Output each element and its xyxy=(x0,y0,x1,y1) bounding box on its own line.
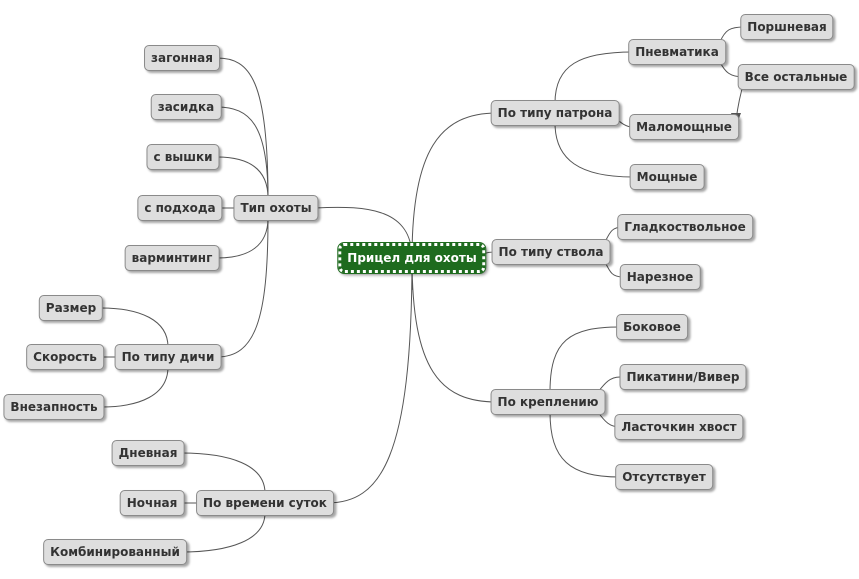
node-time-item-1[interactable]: Ночная xyxy=(119,490,185,516)
node-hunt-item-2[interactable]: с вышки xyxy=(146,144,220,170)
node-mount-item-1[interactable]: Пикатини/Вивер xyxy=(619,364,747,390)
edge-root-mount xyxy=(411,257,498,403)
edge-mount-4 xyxy=(549,411,621,478)
edge-cart-pneumatic xyxy=(554,51,634,104)
node-game-type[interactable]: По типу дичи xyxy=(114,344,222,370)
node-pneumatic[interactable]: Пневматика xyxy=(628,39,726,65)
edge-cart-powerful xyxy=(554,122,634,178)
node-game-item-0[interactable]: Размер xyxy=(38,295,104,321)
root-node[interactable]: Прицел для охоты xyxy=(337,242,487,274)
edge-game-3 xyxy=(100,366,169,408)
node-powerful[interactable]: Мощные xyxy=(629,164,705,190)
node-time-item-2[interactable]: Комбинированный xyxy=(43,539,187,565)
edge-hunt-2 xyxy=(216,106,269,199)
edge-root-cartridge xyxy=(411,112,498,259)
edge-time-1 xyxy=(180,452,266,494)
node-hunt-type[interactable]: Тип охоты xyxy=(233,195,319,221)
node-hunt-item-3[interactable]: с подхода xyxy=(137,195,223,221)
node-barrel-item-0[interactable]: Гладкоствольное xyxy=(617,214,753,240)
edge-game-1 xyxy=(100,307,169,348)
node-hunt-item-0[interactable]: загонная xyxy=(144,45,220,71)
edge-hunt-game xyxy=(216,217,269,358)
node-hunt-item-4[interactable]: варминтинг xyxy=(124,245,220,271)
node-time-of-day[interactable]: По времени суток xyxy=(196,490,334,516)
node-mount-item-2[interactable]: Ласточкин хвост xyxy=(614,414,744,440)
node-hunt-item-1[interactable]: засидка xyxy=(150,94,222,120)
node-game-item-1[interactable]: Скорость xyxy=(26,344,104,370)
node-cartridge[interactable]: По типу патрона xyxy=(490,100,620,126)
edge-hunt-3 xyxy=(216,156,269,199)
edge-hunt-1 xyxy=(216,57,269,199)
node-mount[interactable]: По креплению xyxy=(490,389,606,415)
edge-mount-1 xyxy=(549,326,621,393)
node-barrel-item-1[interactable]: Нарезное xyxy=(619,264,701,290)
node-game-item-2[interactable]: Внезапность xyxy=(3,394,105,420)
node-barrel[interactable]: По типу ствола xyxy=(491,239,611,265)
node-mount-item-0[interactable]: Боковое xyxy=(616,314,688,340)
node-pneumatic-item-0[interactable]: Поршневая xyxy=(740,14,834,40)
edge-time-3 xyxy=(180,512,266,553)
node-low-power[interactable]: Маломощные xyxy=(629,114,739,140)
edge-root-time xyxy=(326,257,413,504)
node-pneumatic-item-1[interactable]: Все остальные xyxy=(737,64,855,90)
node-mount-item-3[interactable]: Отсутствует xyxy=(615,464,713,490)
edge-hunt-5 xyxy=(216,217,269,259)
node-time-item-0[interactable]: Дневная xyxy=(111,440,185,466)
